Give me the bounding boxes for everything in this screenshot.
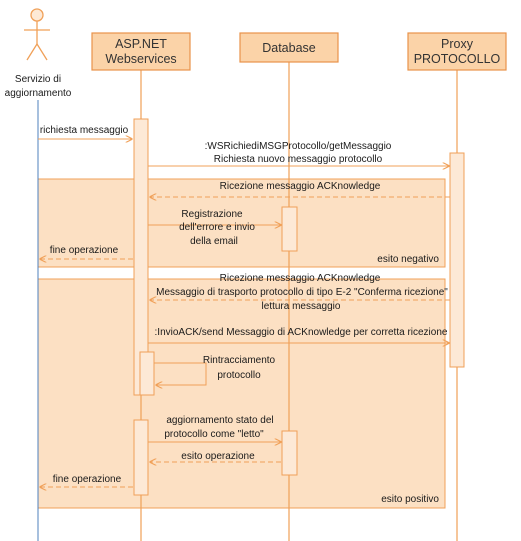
header-proxy xyxy=(407,32,507,71)
activation-database-1 xyxy=(281,206,298,252)
msg-ws-call-2: Richiesta nuovo messaggio protocollo xyxy=(214,154,383,165)
activation-asp-final xyxy=(133,419,149,496)
msg-registrazione-2: dell'errore e invio xyxy=(179,222,255,233)
header-proxy-label-1: Proxy xyxy=(441,37,474,51)
arrow-rintracciamento xyxy=(154,362,207,385)
msg-ws-call-1: :WSRichiediMSGProtocollo/getMessaggio xyxy=(205,141,392,152)
fragment-esito-negativo-label: esito negativo xyxy=(377,254,439,265)
header-database-label: Database xyxy=(262,41,316,55)
msg-registrazione-1: Registrazione xyxy=(181,209,243,220)
header-asp-label-2: Webservices xyxy=(105,52,176,66)
header-asp-label-1: ASP.NET xyxy=(115,37,167,51)
msg-ricezione-ack-1: Ricezione messaggio ACKnowledge xyxy=(220,181,381,192)
fragment-esito-negativo xyxy=(37,178,446,268)
msg-rintracciamento-1: Rintracciamento xyxy=(203,355,276,366)
msg-rintracciamento-2: protocollo xyxy=(217,370,261,381)
msg-fine-op-1: fine operazione xyxy=(50,245,119,256)
msg-fine-op-2: fine operazione xyxy=(53,474,122,485)
header-asp xyxy=(91,32,191,71)
msg-aggiornamento-1: aggiornamento stato del xyxy=(166,415,273,426)
header-database xyxy=(239,32,339,63)
msg-richiesta: richiesta messaggio xyxy=(40,125,129,136)
header-proxy-label-2: PROTOCOLLO xyxy=(414,52,501,66)
actor-servizio-label-1: Servizio di xyxy=(15,74,61,85)
activation-database-2 xyxy=(281,430,298,476)
msg-aggiornamento-2: protocollo come "letto" xyxy=(164,429,264,440)
msg-trasporto-1: Messaggio di trasporto protocollo di tip… xyxy=(156,287,448,298)
msg-invio-ack: :InvioACK/send Messaggio di ACKnowledge … xyxy=(155,327,448,338)
msg-esito-operazione: esito operazione xyxy=(181,451,255,462)
activation-asp-nested xyxy=(139,351,155,396)
msg-registrazione-3: della email xyxy=(190,236,238,247)
msg-trasporto-2: lettura messaggio xyxy=(262,301,341,312)
actor-stick-figure-icon xyxy=(24,8,50,61)
msg-ricezione-ack-2: Ricezione messaggio ACKnowledge xyxy=(220,273,381,284)
fragment-esito-positivo xyxy=(37,278,446,509)
activation-proxy xyxy=(449,152,465,368)
fragment-esito-positivo-label: esito positivo xyxy=(381,494,439,505)
actor-servizio-label-2: aggiornamento xyxy=(5,88,72,99)
